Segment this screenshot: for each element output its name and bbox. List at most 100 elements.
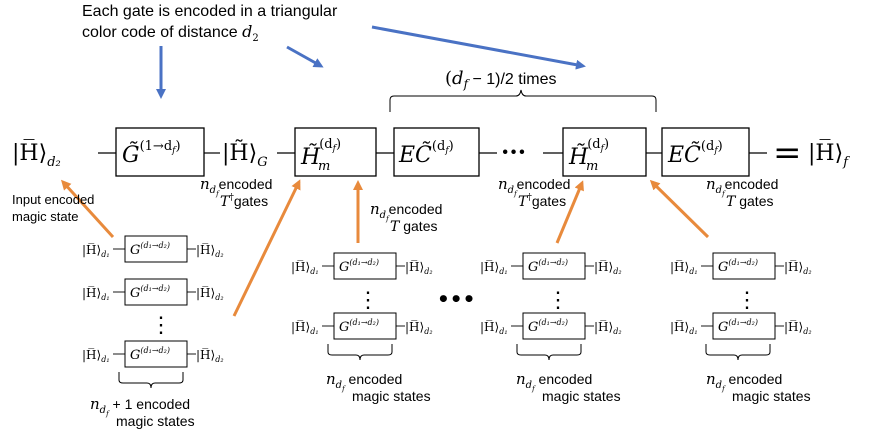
gate-ec-2-label: EC̃(df) xyxy=(667,139,723,168)
small-out-ket: |H̅⟩d₂ xyxy=(594,259,622,276)
group-label-line2: magic states xyxy=(542,388,621,404)
small-gate xyxy=(333,312,397,340)
small-out-ket: |H̅⟩d₂ xyxy=(405,319,433,336)
vdots: ⋮ xyxy=(357,288,379,313)
small-out-ket: |H̅⟩d₂ xyxy=(196,285,224,302)
small-out-ket: |H̅⟩d₂ xyxy=(196,242,224,259)
ndf-label-line1: ndfencoded xyxy=(200,175,272,198)
orange-arrow-input xyxy=(60,179,115,239)
small-gate xyxy=(712,252,776,280)
group-label-line2: magic states xyxy=(352,388,431,404)
small-out-ket: |H̅⟩d₂ xyxy=(784,259,812,276)
vdots: ⋮ xyxy=(736,288,758,313)
group-brace xyxy=(705,344,771,361)
gate-hm-2-label: H̃(df)m xyxy=(568,137,609,174)
ndf-label-line2: T gates xyxy=(726,193,773,210)
small-in-ket: |H̅⟩d₁ xyxy=(670,319,698,336)
ndf-label-line1: ndfencoded xyxy=(370,200,442,223)
small-gate-label: G(d₁→d₂) xyxy=(718,258,758,275)
small-in-ket: |H̅⟩d₁ xyxy=(291,259,319,276)
annotation-line-1: Each gate is encoded in a triangular xyxy=(82,3,338,20)
orange-arrow-left xyxy=(232,179,301,317)
ndf-label-line2: T gates xyxy=(390,218,437,235)
gate-growth xyxy=(115,127,205,177)
small-gate xyxy=(712,312,776,340)
group-brace xyxy=(327,344,393,361)
small-in-ket: |H̅⟩d₁ xyxy=(670,259,698,276)
gate-ec-1-label: EC̃(df) xyxy=(398,139,454,168)
small-in-ket: |H̅⟩d₁ xyxy=(480,259,508,276)
small-circuits: |H̅⟩d₁ G(d₁→d₂) |H̅⟩d₂ |H̅⟩d₁ G(d₁→d₂) |H̅⟩d₂… xyxy=(82,235,812,368)
group-brace xyxy=(516,344,582,361)
vdots: ⋮ xyxy=(150,313,172,338)
small-out-ket: |H̅⟩d₂ xyxy=(784,319,812,336)
small-gate xyxy=(333,252,397,280)
small-out-ket: |H̅⟩d₂ xyxy=(594,319,622,336)
repeat-label: (df − 1)/2 times xyxy=(445,68,557,91)
small-gate-label: G(d₁→d₂) xyxy=(339,258,379,275)
ndf-label-line2: T†gates xyxy=(220,193,268,210)
blue-arrow-3 xyxy=(371,25,586,70)
input-encoded-label-2: magic state xyxy=(12,209,78,224)
small-circuit-row: |H̅⟩d₁ G(d₁→d₂) |H̅⟩d₂ xyxy=(670,252,812,280)
small-in-ket: |H̅⟩d₁ xyxy=(480,319,508,336)
between-groups-dots: ••• xyxy=(437,287,475,311)
small-circuit-row: |H̅⟩d₁ G(d₁→d₂) |H̅⟩d₂ xyxy=(291,312,433,340)
mid-ket: |H̃⟩G xyxy=(222,140,268,170)
gate-ec-1 xyxy=(393,127,480,177)
small-circuit-row: |H̅⟩d₁ G(d₁→d₂) |H̅⟩d₂ xyxy=(480,312,622,340)
group-brace xyxy=(118,372,184,389)
input-ket: |H̅⟩d₂ xyxy=(12,139,61,170)
vdots: ⋮ xyxy=(547,288,569,313)
main-dots: ··· xyxy=(501,137,526,166)
small-gate-label: G(d₁→d₂) xyxy=(130,284,170,301)
small-in-ket: |H̅⟩d₁ xyxy=(82,285,110,302)
gate-hm-1-label: H̃(df)m xyxy=(300,137,341,174)
small-out-ket: |H̅⟩d₂ xyxy=(405,259,433,276)
small-circuit-row: |H̅⟩d₁ G(d₁→d₂) |H̅⟩d₂ xyxy=(82,278,224,306)
small-gate-label: G(d₁→d₂) xyxy=(528,258,568,275)
input-encoded-label-1: Input encoded xyxy=(12,192,94,207)
equals-sign: = xyxy=(773,133,802,173)
annotation-line-2: color code of distance d2 xyxy=(82,22,259,44)
repeat-brace xyxy=(389,89,657,112)
group-label-line1: ndf + 1 encoded xyxy=(90,395,190,418)
small-gate xyxy=(124,278,188,306)
gate-growth-label: G̃(1→df) xyxy=(122,139,181,168)
output-ket: |H̅⟩f xyxy=(808,139,850,170)
group-label-line1: ndf encoded xyxy=(516,370,592,393)
group-label-line1: ndf encoded xyxy=(706,370,782,393)
small-gate-label: G(d₁→d₂) xyxy=(130,241,170,258)
ndf-label-line1: ndfencoded xyxy=(706,175,778,198)
gate-ec-2 xyxy=(661,127,750,177)
orange-arrow-right xyxy=(649,179,710,239)
ndf-label-line1: ndfencoded xyxy=(498,175,570,198)
small-out-ket: |H̅⟩d₂ xyxy=(196,347,224,364)
small-gate-label: G(d₁→d₂) xyxy=(339,318,379,335)
small-circuit-row: |H̅⟩d₁ G(d₁→d₂) |H̅⟩d₂ xyxy=(480,252,622,280)
group-label-line2: magic states xyxy=(116,413,195,429)
group-label-line2: magic states xyxy=(732,388,811,404)
small-circuit-row: |H̅⟩d₁ G(d₁→d₂) |H̅⟩d₂ xyxy=(82,235,224,263)
blue-arrow-2 xyxy=(286,45,324,68)
small-gate-label: G(d₁→d₂) xyxy=(130,346,170,363)
small-gate xyxy=(522,252,586,280)
small-circuit-row: |H̅⟩d₁ G(d₁→d₂) |H̅⟩d₂ xyxy=(670,312,812,340)
small-in-ket: |H̅⟩d₁ xyxy=(291,319,319,336)
small-circuit-row: |H̅⟩d₁ G(d₁→d₂) |H̅⟩d₂ xyxy=(82,340,224,368)
small-circuit-row: |H̅⟩d₁ G(d₁→d₂) |H̅⟩d₂ xyxy=(291,252,433,280)
gate-hm-2 xyxy=(562,127,647,177)
gate-hm-1 xyxy=(294,127,377,177)
small-gate-label: G(d₁→d₂) xyxy=(528,318,568,335)
small-gate-label: G(d₁→d₂) xyxy=(718,318,758,335)
orange-arrow-right-mid xyxy=(555,180,584,244)
ndf-label-line2: T†gates xyxy=(518,193,566,210)
small-in-ket: |H̅⟩d₁ xyxy=(82,242,110,259)
small-in-ket: |H̅⟩d₁ xyxy=(82,347,110,364)
